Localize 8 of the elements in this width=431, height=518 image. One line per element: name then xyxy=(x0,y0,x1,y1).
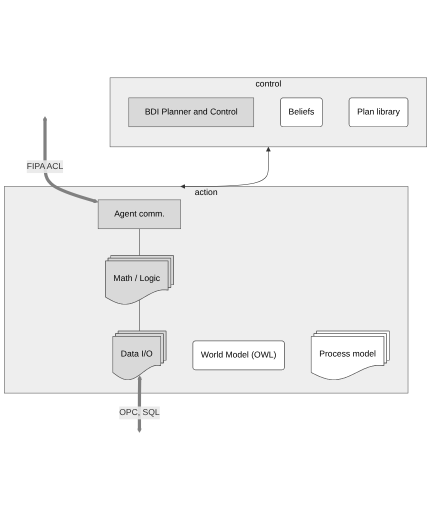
connector xyxy=(139,228,140,256)
edge-label: OPC, SQL xyxy=(119,408,160,418)
node-box: BDI Planner and Control xyxy=(128,98,254,128)
edge-label: FIPA ACL xyxy=(26,162,64,171)
node-box: Agent comm. xyxy=(98,200,181,230)
arrow xyxy=(180,146,271,189)
arrow xyxy=(42,116,98,204)
connector xyxy=(139,300,140,332)
